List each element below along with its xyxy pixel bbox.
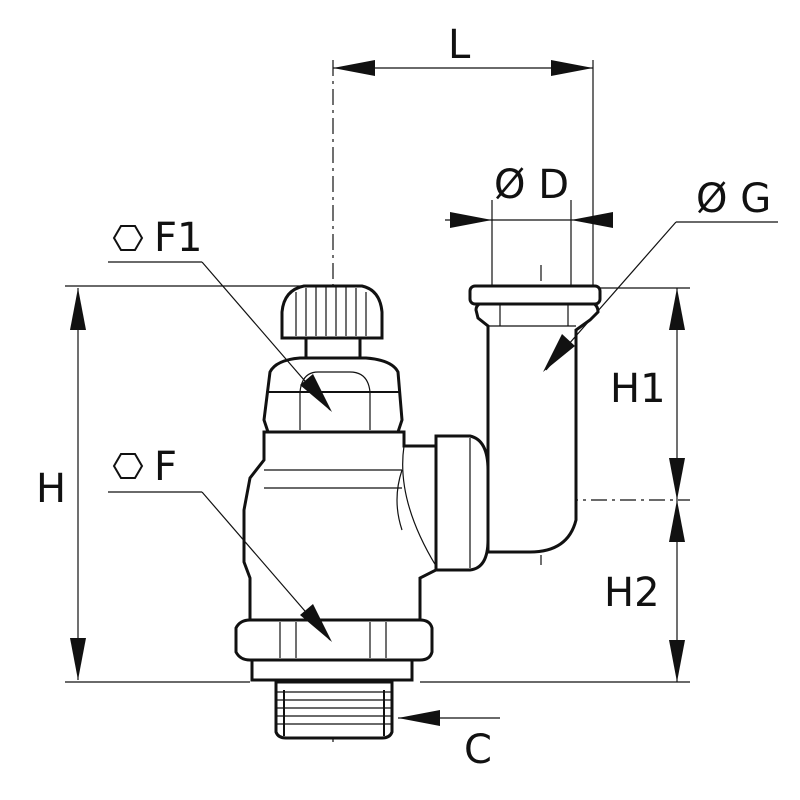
- dimension-h1: H1: [610, 288, 685, 500]
- dimension-g: Ø G: [543, 176, 778, 372]
- dimension-l: L: [333, 22, 593, 76]
- label-f1: F1: [154, 215, 202, 261]
- threaded-stem: [274, 680, 394, 740]
- hexagon-icon: [112, 225, 144, 251]
- elbow-push-in: [468, 284, 602, 554]
- label-h1: H1: [610, 366, 666, 412]
- label-f: F: [154, 444, 177, 490]
- label-l: L: [448, 22, 471, 68]
- dimension-h: H: [36, 288, 86, 680]
- dimension-h2: H2: [604, 500, 685, 682]
- dimension-f1: F1: [108, 215, 332, 412]
- adjust-knob: [280, 284, 384, 360]
- extension-lines: [65, 60, 690, 683]
- fitting-body: [234, 284, 602, 740]
- label-h2: H2: [604, 570, 660, 616]
- dimension-c: C: [398, 710, 500, 773]
- lock-nut-hex: [262, 356, 404, 434]
- label-g: Ø G: [696, 176, 771, 222]
- hexagon-icon: [112, 453, 144, 479]
- dimension-f: F: [108, 444, 332, 642]
- main-body: [242, 430, 438, 622]
- outlet-boss: [434, 434, 490, 572]
- label-d: Ø D: [494, 162, 569, 208]
- label-c: C: [464, 727, 492, 773]
- dimension-d: Ø D: [445, 162, 613, 228]
- bottom-hex: [234, 618, 434, 682]
- label-h: H: [36, 466, 66, 512]
